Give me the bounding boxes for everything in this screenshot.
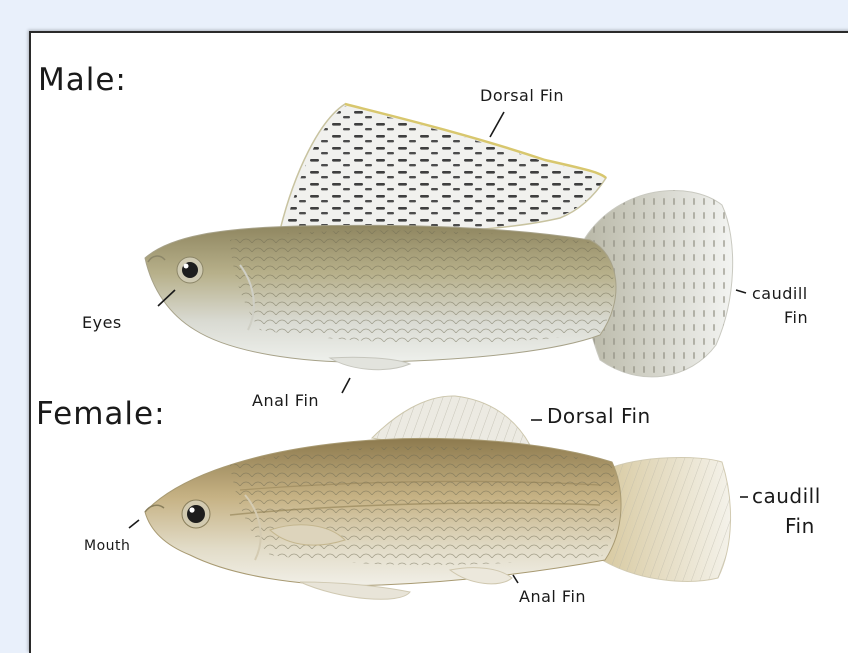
label-male-eyes: Eyes (82, 313, 122, 332)
label-female-mouth: Mouth (84, 538, 130, 554)
label-female-anal-fin: Anal Fin (519, 587, 586, 606)
label-male-caudal-line2: Fin (784, 308, 808, 327)
label-male-anal-fin: Anal Fin (252, 391, 319, 410)
pointer-female-mouth (129, 520, 139, 528)
pointer-male-anal (342, 378, 350, 393)
label-female-caudal-line1: caudill (752, 484, 821, 508)
male-fish (145, 104, 733, 377)
pointer-male-caudal (736, 290, 746, 293)
section-heading-male: Male: (38, 62, 127, 98)
label-female-dorsal-fin: Dorsal Fin (547, 404, 651, 428)
section-heading-female: Female: (36, 396, 166, 432)
pointer-female-anal (513, 575, 518, 583)
label-male-caudal-line1: caudill (752, 284, 808, 303)
pointer-male-dorsal (490, 112, 504, 137)
label-male-dorsal-fin: Dorsal Fin (480, 86, 564, 105)
label-female-caudal-line2: Fin (785, 514, 815, 538)
